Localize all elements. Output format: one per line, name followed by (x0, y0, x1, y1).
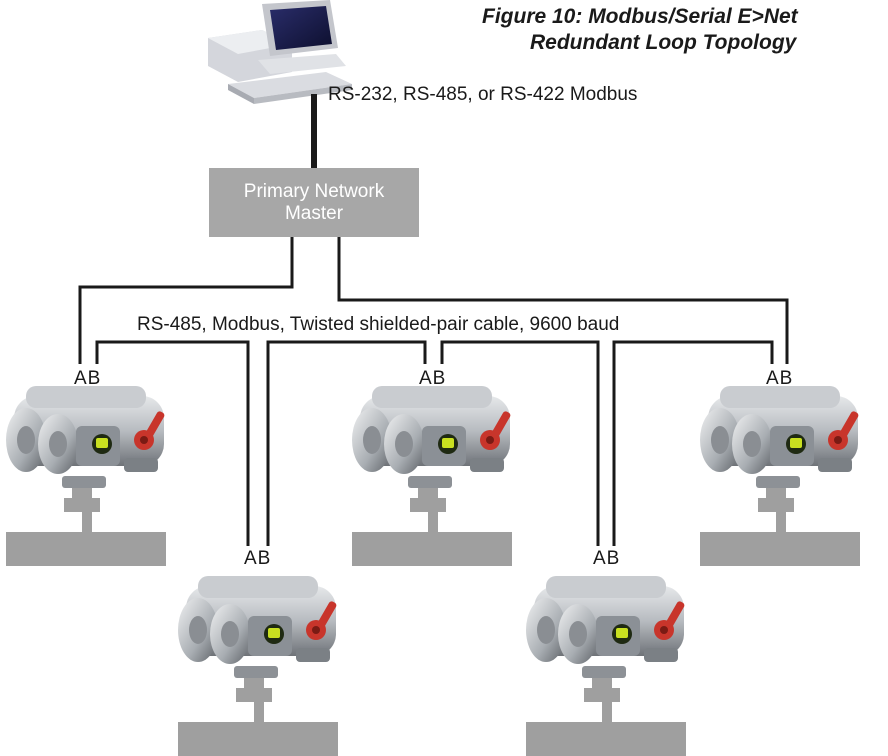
figure-title: Figure 10: Modbus/Serial E>Net Redundant… (470, 4, 888, 56)
actuator-2 (352, 386, 512, 566)
loop-wire-a-left (78, 237, 294, 364)
loop-wire-a-right (337, 237, 789, 364)
host-link-label: RS-232, RS-485, or RS-422 Modbus (328, 84, 638, 105)
primary-network-master: Primary Network Master (209, 168, 419, 237)
master-label-line1: Primary Network (243, 180, 385, 202)
actuator-3-terminal-label: AB (766, 368, 794, 389)
bus-cable-label: RS-485, Modbus, Twisted shielded-pair ca… (137, 314, 620, 335)
figure-title-line1: Figure 10: Modbus/Serial E>Net (482, 5, 798, 28)
actuator-1 (6, 386, 166, 566)
bus-wiring (78, 237, 789, 546)
actuator-5 (526, 576, 686, 756)
actuator-5-terminal-label: AB (593, 548, 621, 569)
figure-title-line2: Redundant Loop Topology (530, 31, 797, 54)
actuator-4 (178, 576, 338, 756)
master-label-line2: Master (284, 202, 344, 224)
loop-wire-b-1 (95, 340, 250, 546)
actuator-1-terminal-label: AB (74, 368, 102, 389)
actuator-3 (700, 386, 860, 566)
loop-wire-b-2 (266, 340, 427, 546)
loop-wire-b-4 (612, 340, 774, 546)
actuator-4-terminal-label: AB (244, 548, 272, 569)
actuator-2-terminal-label: AB (419, 368, 447, 389)
loop-wire-b-3 (440, 340, 600, 546)
computer-icon (208, 0, 352, 104)
